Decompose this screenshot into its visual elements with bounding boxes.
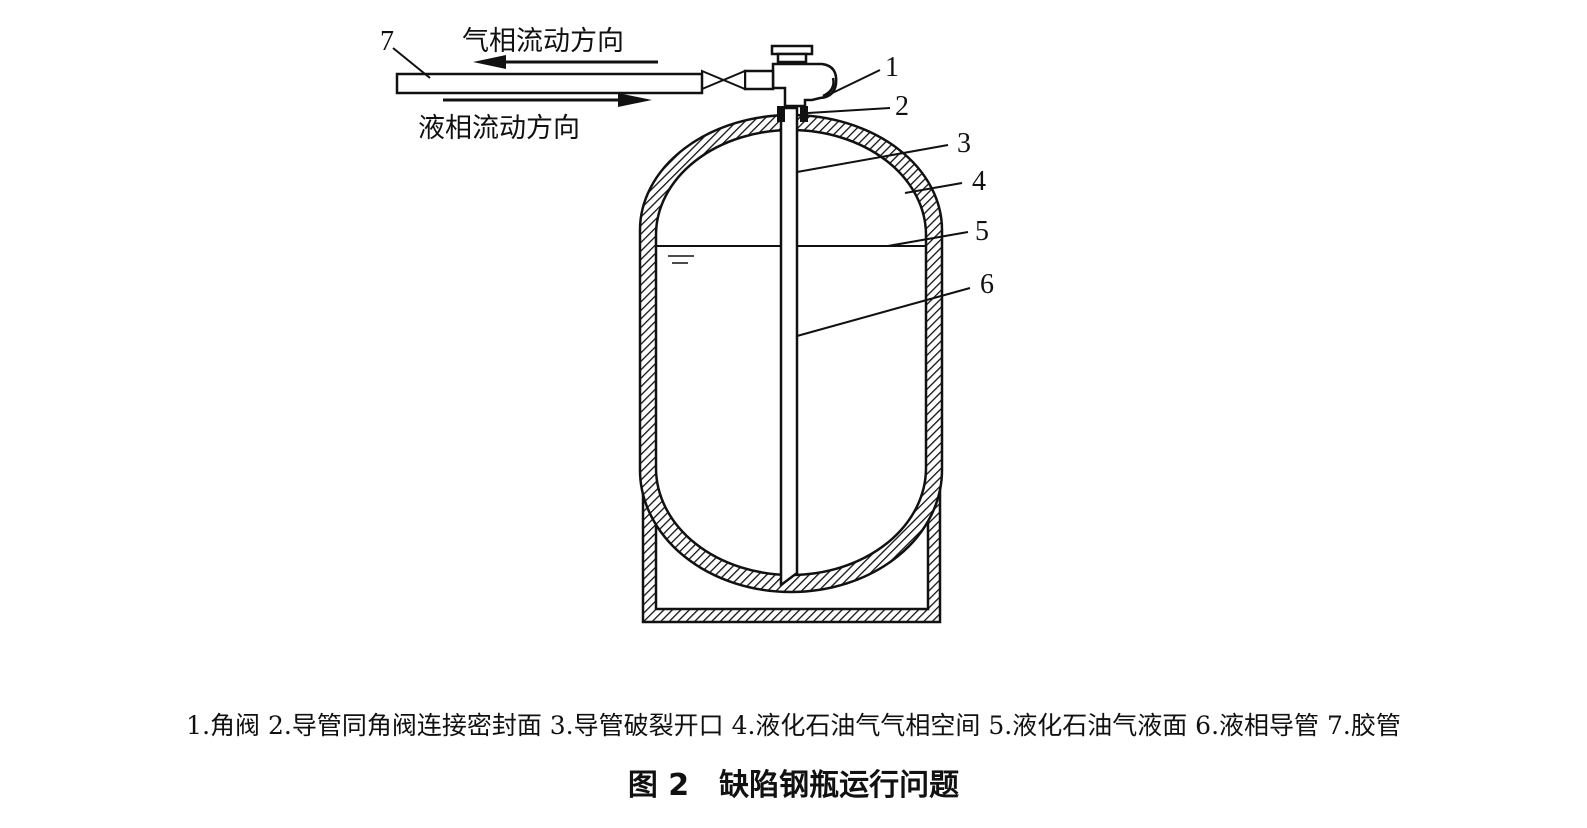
gas-flow-label: 气相流动方向 bbox=[462, 26, 624, 57]
hose-connector bbox=[701, 69, 746, 91]
callout-5: 5 bbox=[975, 216, 989, 247]
callout-4: 4 bbox=[972, 166, 986, 197]
figure-legend: 1.角阀 2.导管同角阀连接密封面 3.导管破裂开口 4.液化石油气气相空间 5… bbox=[186, 711, 1401, 740]
liquid-dip-tube bbox=[779, 106, 799, 588]
callout-1: 1 bbox=[885, 52, 899, 83]
liquid-flow-arrow bbox=[443, 93, 652, 107]
rubber-hose bbox=[395, 72, 704, 95]
cylinder-shell bbox=[638, 113, 944, 594]
liquid-flow-label: 液相流动方向 bbox=[418, 113, 580, 144]
seal-left bbox=[777, 106, 785, 122]
callout-2: 2 bbox=[895, 91, 909, 122]
gas-flow-arrow bbox=[473, 55, 658, 69]
angle-valve bbox=[743, 44, 838, 108]
seal-right bbox=[800, 106, 808, 122]
leader-lines bbox=[392, 47, 971, 337]
callout-3: 3 bbox=[957, 128, 971, 159]
figure-title: 图 2 缺陷钢瓶运行问题 bbox=[627, 768, 960, 803]
callout-7: 7 bbox=[380, 26, 394, 57]
callout-6: 6 bbox=[980, 269, 994, 300]
